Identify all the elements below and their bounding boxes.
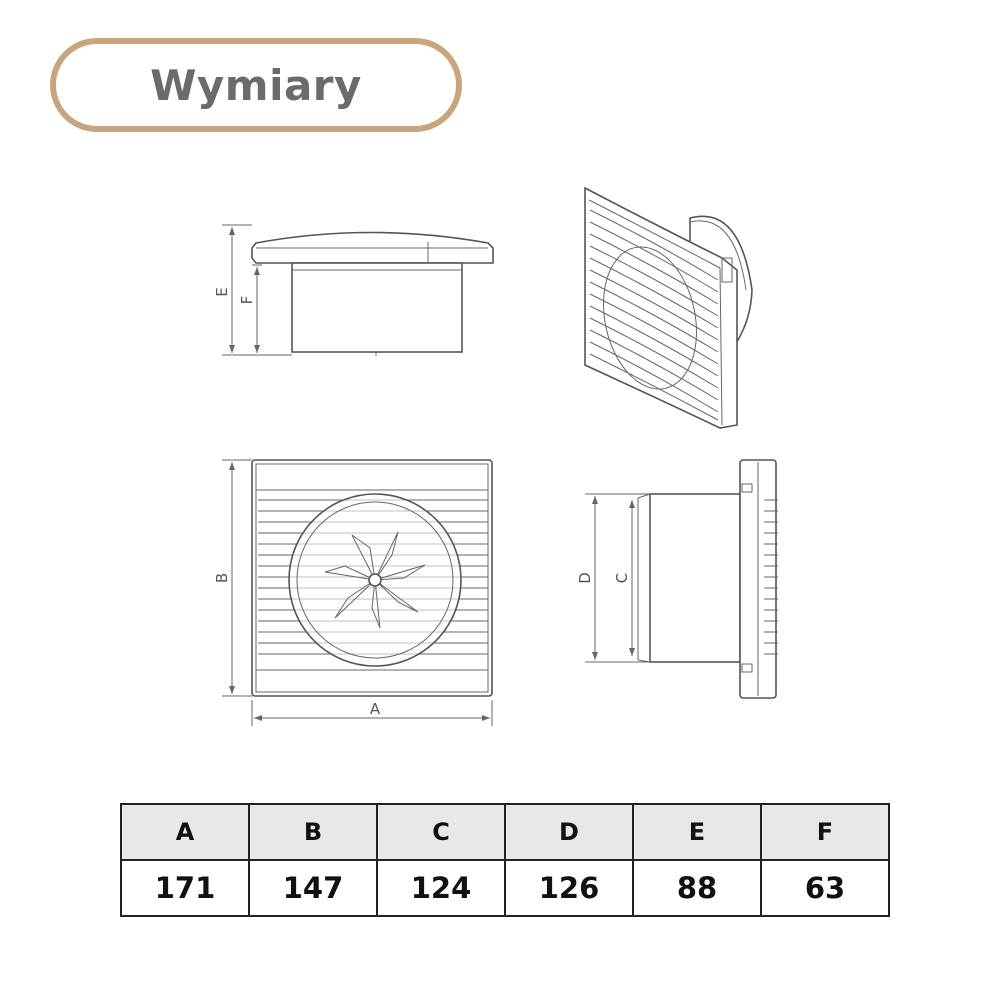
value-d: 126: [504, 859, 634, 917]
header-a: A: [120, 803, 250, 861]
value-f: 63: [760, 859, 890, 917]
title-badge: Wymiary: [50, 38, 462, 132]
dimensions-value-row: 171 147 124 126 88 63: [120, 859, 890, 917]
dimensions-table: A B C D E F 171 147 124 126 88 63: [120, 803, 890, 917]
header-d: D: [504, 803, 634, 861]
dimension-label-a: A: [370, 700, 381, 718]
dimension-label-f: F: [238, 296, 256, 305]
profile-louvres: [764, 499, 778, 655]
value-b: 147: [248, 859, 378, 917]
dimension-label-c: C: [613, 573, 631, 583]
header-e: E: [632, 803, 762, 861]
profile-view: D C: [576, 459, 778, 699]
side-view-top: E F: [213, 224, 494, 356]
value-e: 88: [632, 859, 762, 917]
perspective-view: [584, 186, 753, 429]
header-f: F: [760, 803, 890, 861]
front-view: B A: [213, 459, 493, 726]
perspective-louvres: [589, 209, 719, 421]
fan-technical-drawing: E F: [213, 186, 778, 726]
header-b: B: [248, 803, 378, 861]
dimension-label-e: E: [213, 287, 231, 296]
dimensions-header-row: A B C D E F: [120, 803, 890, 861]
dimension-label-d: D: [576, 572, 594, 584]
dimension-label-b: B: [213, 573, 231, 583]
value-c: 124: [376, 859, 506, 917]
page-title: Wymiary: [150, 60, 362, 110]
impeller-blades: [324, 531, 426, 629]
value-a: 171: [120, 859, 250, 917]
header-c: C: [376, 803, 506, 861]
